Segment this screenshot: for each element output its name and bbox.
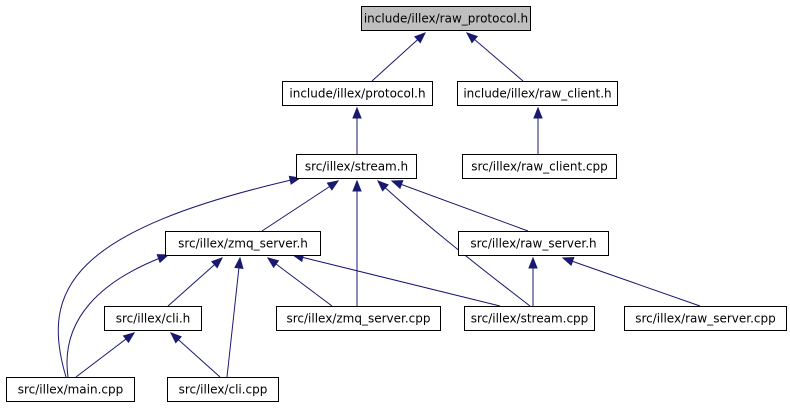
node-label: src/illex/zmq_server.h [178,237,308,251]
edge-main-cpp-to-stream-h [57,175,302,378]
edge-cli-cpp-to-zmq-server-h [226,256,244,378]
node-stream-cpp[interactable]: src/illex/stream.cpp [464,306,595,331]
edge-zmq-server-cpp-to-stream-h [352,179,362,306]
node-raw-client-h[interactable]: include/illex/raw_client.h [457,81,618,106]
edge-protocol-h-to-raw-protocol-h [371,32,426,82]
arrow-head-icon [122,332,136,344]
arrow-head-icon [266,257,280,269]
arrow-head-icon [156,254,170,264]
edge-stream-cpp-to-zmq-server-h [291,252,501,307]
node-box [361,6,531,31]
node-label: src/illex/cli.h [116,312,191,326]
edge-cli-cpp-to-cli-h [169,332,221,378]
node-raw-client-cpp[interactable]: src/illex/raw_client.cpp [462,154,617,179]
edge-zmq-server-cpp-to-zmq-server-h [266,257,333,307]
arrow-head-icon [326,180,340,191]
edge-raw-server-h-to-stream-h [390,180,529,232]
node-stream-h[interactable]: src/illex/stream.h [296,154,417,179]
node-box [104,306,202,331]
node-box [624,306,787,331]
node-box [296,154,417,179]
node-box [6,377,135,402]
edge-raw-client-h-to-raw-protocol-h [465,32,524,82]
node-label: src/illex/stream.cpp [471,312,589,326]
edge-stream-h-to-protocol-h [352,106,362,154]
edge-main-cpp-to-cli-h [75,332,136,378]
node-raw-server-cpp[interactable]: src/illex/raw_server.cpp [624,306,787,331]
edge-cli-h-to-zmq-server-h [167,257,224,307]
arrow-head-icon [533,106,543,119]
node-label: src/illex/raw_server.cpp [635,312,776,326]
arrow-head-icon [211,257,224,269]
node-box [462,154,617,179]
node-box [276,306,441,331]
node-raw-server-h[interactable]: src/illex/raw_server.h [458,231,609,256]
node-main-cpp[interactable]: src/illex/main.cpp [6,377,135,402]
node-box [165,231,321,256]
node-cli-cpp[interactable]: src/illex/cli.cpp [167,377,279,402]
node-label: include/illex/raw_protocol.h [364,12,528,26]
node-zmq-server-h[interactable]: src/illex/zmq_server.h [165,231,321,256]
node-label: include/illex/protocol.h [289,87,425,101]
node-box [167,377,279,402]
arrow-head-icon [352,179,362,192]
arrow-head-icon [377,180,389,192]
edge-stream-cpp-to-raw-server-h [528,256,538,306]
node-label: src/illex/raw_server.h [470,237,596,251]
node-label: src/illex/main.cpp [18,383,124,397]
node-box [282,81,433,106]
node-label: include/illex/raw_client.h [463,87,611,101]
node-label: src/illex/cli.cpp [179,383,268,397]
arrow-head-icon [390,180,404,190]
arrow-head-icon [352,106,362,119]
node-cli-h[interactable]: src/illex/cli.h [104,306,202,331]
edges-layer [57,32,701,378]
nodes-layer: include/illex/raw_protocol.h include/ille… [6,6,787,402]
node-raw-protocol-h[interactable]: include/illex/raw_protocol.h [361,6,531,31]
node-zmq-server-cpp[interactable]: src/illex/zmq_server.cpp [276,306,441,331]
node-box [464,306,595,331]
arrow-head-icon [465,32,479,44]
edge-main-cpp-to-zmq-server-h [66,254,170,378]
node-label: src/illex/stream.h [305,160,408,174]
edge-raw-server-cpp-to-raw-server-h [561,256,701,307]
edge-stream-cpp-to-stream-h [377,180,531,307]
arrow-head-icon [169,332,182,344]
arrow-head-icon [414,32,426,44]
arrow-head-icon [561,256,575,266]
edge-zmq-server-h-to-stream-h [261,180,340,232]
node-box [458,231,609,256]
edge-raw-client-cpp-to-raw-client-h [533,106,543,154]
arrow-head-icon [528,256,538,269]
arrow-head-icon [234,256,244,269]
node-box [457,81,618,106]
node-label: src/illex/zmq_server.cpp [286,312,430,326]
node-protocol-h[interactable]: include/illex/protocol.h [282,81,433,106]
node-label: src/illex/raw_client.cpp [471,160,608,174]
